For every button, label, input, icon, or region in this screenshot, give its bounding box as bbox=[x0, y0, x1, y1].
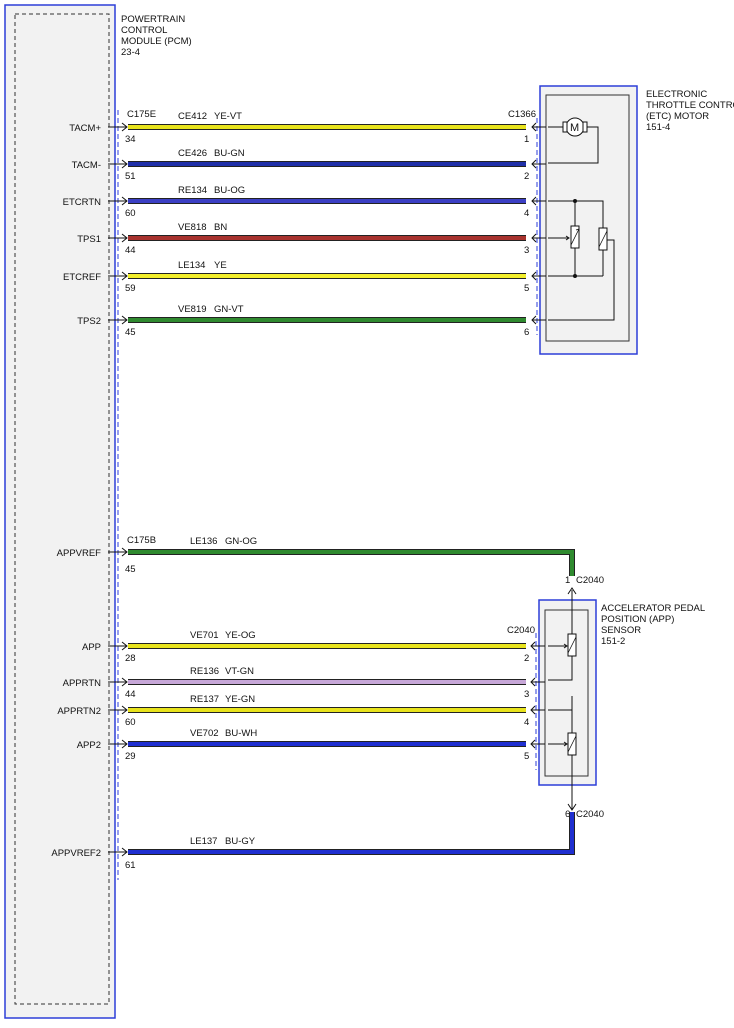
app-wire-appvref2-color: BU-GY bbox=[225, 836, 256, 847]
etc-wire-tps1-comp-pin: 3 bbox=[524, 245, 529, 256]
etc-wire-tacm--circuit: CE412 bbox=[178, 111, 207, 122]
pcm-module: POWERTRAIN CONTROL MODULE (PCM) 23-4 C17… bbox=[4, 4, 192, 1019]
pcm-module-box bbox=[4, 4, 116, 1019]
etc-title-line-4: 151-4 bbox=[646, 122, 670, 133]
etc-wire-etcref-color: YE bbox=[214, 260, 227, 271]
pcm-title-line-4: 23-4 bbox=[121, 47, 140, 58]
app-wire-apprtn-pcm-pin: 44 bbox=[125, 689, 136, 700]
etc-wire-etcref-pcm-pin: 59 bbox=[125, 283, 136, 294]
app-wire-app2-comp-pin: 5 bbox=[524, 751, 529, 762]
app-title-line-1: ACCELERATOR PEDAL bbox=[601, 603, 705, 614]
etc-wire-etcref-circuit: LE134 bbox=[178, 260, 205, 271]
etc-wire-tacm--pcm-pin: 51 bbox=[125, 171, 136, 182]
app-bottom-pin: 6 bbox=[565, 809, 570, 820]
app-title-line-3: SENSOR bbox=[601, 625, 641, 636]
etc-wire-tacm--comp-pin: 1 bbox=[524, 134, 529, 145]
etc-wire-etcref-comp-pin: 5 bbox=[524, 283, 529, 294]
etc-wire-etcrtn-pcm-pin: 60 bbox=[125, 208, 136, 219]
etc-inner-box bbox=[545, 94, 630, 342]
app-wire-apprtn-color: VT-GN bbox=[225, 666, 254, 677]
motor-m-label: M bbox=[570, 122, 579, 134]
app-wire-apprtn2-color: YE-GN bbox=[225, 694, 255, 705]
app-wire-app-circuit: VE701 bbox=[190, 630, 219, 641]
etc-wire-tps1-pcm-pin: 44 bbox=[125, 245, 136, 256]
app-wire-apprtn2-signal: APPRTN2 bbox=[57, 706, 101, 717]
app-connector-c2040: C2040 bbox=[507, 625, 535, 636]
app-wire-app-signal: APP bbox=[82, 642, 101, 653]
etc-wire-tacm--color: BU-GN bbox=[214, 148, 245, 159]
etc-wire-tps1-color: BN bbox=[214, 222, 227, 233]
etc-wire-tacm--signal: TACM- bbox=[72, 160, 101, 171]
app-top-pin: 1 bbox=[565, 575, 570, 586]
app-bottom-connector-label: C2040 bbox=[576, 809, 604, 820]
etc-wire-etcrtn-color: BU-OG bbox=[214, 185, 245, 196]
etc-wire-tps2-color: GN-VT bbox=[214, 304, 244, 315]
app-wire-app-color: YE-OG bbox=[225, 630, 256, 641]
etc-wire-tps1-circuit: VE818 bbox=[178, 222, 207, 233]
app-wire-apprtn-circuit: RE136 bbox=[190, 666, 219, 677]
pcm-connector-c175b: C175B bbox=[127, 535, 156, 546]
app-wire-appvref2-fill bbox=[128, 812, 574, 854]
app-wire-apprtn-comp-pin: 3 bbox=[524, 689, 529, 700]
app-wire-app-pcm-pin: 28 bbox=[125, 653, 136, 664]
etc-wire-tacm--color: YE-VT bbox=[214, 111, 242, 122]
app-module-box bbox=[538, 599, 597, 786]
app-wire-app2-pcm-pin: 29 bbox=[125, 751, 136, 762]
etc-connector-c1366: C1366 bbox=[508, 109, 536, 120]
app-title-line-4: 151-2 bbox=[601, 636, 625, 647]
etc-module-box bbox=[539, 85, 638, 355]
app-wire-appvref2-circuit: LE137 bbox=[190, 836, 217, 847]
app-wire-appvref2-pcm-pin: 61 bbox=[125, 860, 136, 871]
etc-tps-sensors bbox=[548, 199, 615, 321]
etc-motor-symbol: M bbox=[548, 117, 599, 164]
etc-wire-tps2-signal: TPS2 bbox=[77, 316, 101, 327]
app-wire-appvref-pcm-pin: 45 bbox=[125, 564, 136, 575]
etc-wire-tps2-comp-pin: 6 bbox=[524, 327, 529, 338]
app-inner-box bbox=[544, 609, 589, 777]
pcm-title-line-2: CONTROL bbox=[121, 25, 167, 36]
app-wire-appvref-signal: APPVREF bbox=[57, 548, 102, 559]
app-wire-apprtn2-circuit: RE137 bbox=[190, 694, 219, 705]
app-wire-apprtn-signal: APPRTN bbox=[63, 678, 102, 689]
etc-wire-etcrtn-circuit: RE134 bbox=[178, 185, 207, 196]
etc-wire-tps2-pcm-pin: 45 bbox=[125, 327, 136, 338]
app-wire-appvref-color: GN-OG bbox=[225, 536, 257, 547]
etc-wire-etcrtn-signal: ETCRTN bbox=[63, 197, 101, 208]
etc-wire-tacm--signal: TACM+ bbox=[69, 123, 101, 134]
etc-wire-tps2-circuit: VE819 bbox=[178, 304, 207, 315]
app-wire-appvref-outline bbox=[128, 549, 575, 576]
app-wire-appvref-fill bbox=[128, 550, 574, 576]
app-wire-app2-circuit: VE702 bbox=[190, 728, 219, 739]
app-top-connector-label: C2040 bbox=[576, 575, 604, 586]
pcm-title-line-1: POWERTRAIN bbox=[121, 14, 185, 25]
etc-title-line-2: THROTTLE CONTROL bbox=[646, 100, 734, 111]
etc-wire-tacm--circuit: CE426 bbox=[178, 148, 207, 159]
etc-title-line-1: ELECTRONIC bbox=[646, 89, 707, 100]
etc-wire-tacm--comp-pin: 2 bbox=[524, 171, 529, 182]
app-wire-app-comp-pin: 2 bbox=[524, 653, 529, 664]
etc-module: ELECTRONIC THROTTLE CONTROL (ETC) MOTOR … bbox=[508, 85, 734, 355]
etc-wire-tacm--pcm-pin: 34 bbox=[125, 134, 136, 145]
app-wire-apprtn2-comp-pin: 4 bbox=[524, 717, 529, 728]
app-sensor-module: ACCELERATOR PEDAL POSITION (APP) SENSOR … bbox=[507, 575, 705, 820]
pcm-title-line-3: MODULE (PCM) bbox=[121, 36, 192, 47]
pcm-inner-dashed-box bbox=[14, 13, 110, 1005]
app-wire-appvref2-signal: APPVREF2 bbox=[51, 848, 101, 859]
app-wire-app2-signal: APP2 bbox=[77, 740, 101, 751]
etc-title-line-3: (ETC) MOTOR bbox=[646, 111, 709, 122]
app-sensor-internals bbox=[548, 587, 577, 811]
etc-wire-etcrtn-comp-pin: 4 bbox=[524, 208, 529, 219]
app-wire-appvref-circuit: LE136 bbox=[190, 536, 217, 547]
etc-wire-etcref-signal: ETCREF bbox=[63, 272, 101, 283]
app-wire-apprtn2-pcm-pin: 60 bbox=[125, 717, 136, 728]
pcm-connector-c175e: C175E bbox=[127, 109, 156, 120]
app-title-line-2: POSITION (APP) bbox=[601, 614, 674, 625]
etc-wire-tps1-signal: TPS1 bbox=[77, 234, 101, 245]
app-wire-app2-color: BU-WH bbox=[225, 728, 257, 739]
